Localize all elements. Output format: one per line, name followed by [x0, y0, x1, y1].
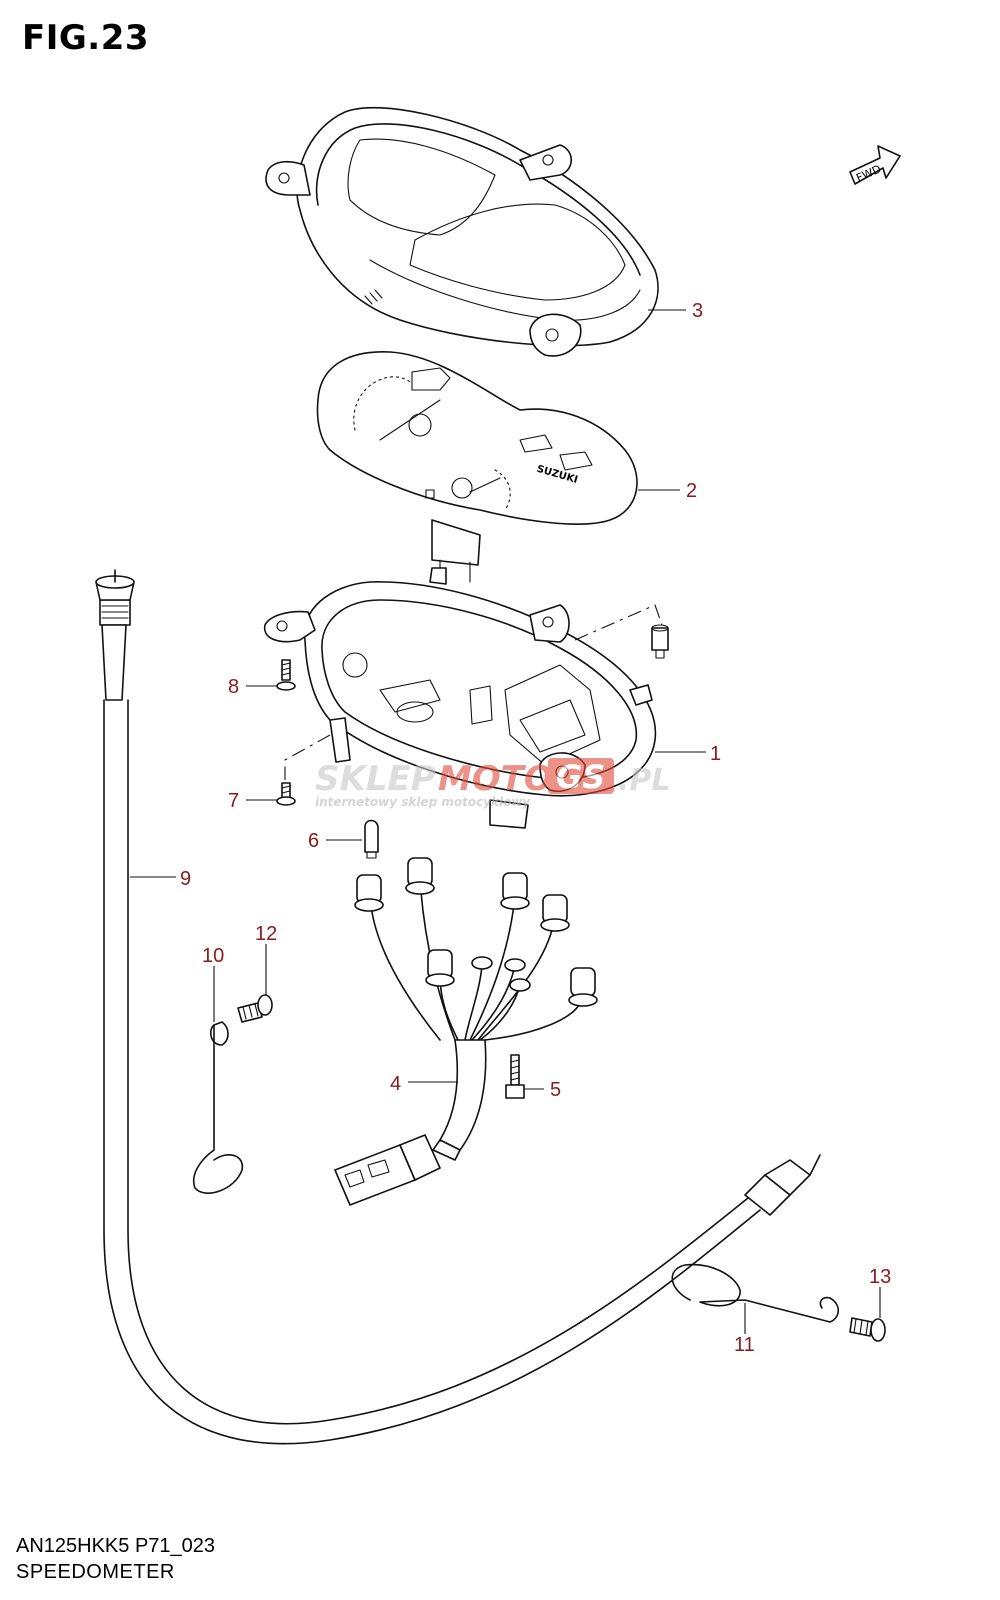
- part-2-dial-plate: SUZUKI: [316, 351, 638, 583]
- callout-4: 4: [390, 1073, 401, 1095]
- callout-6: 6: [308, 830, 319, 852]
- part-12-screw: [237, 994, 273, 1023]
- callout-1: 1: [710, 743, 721, 765]
- callout-5: 5: [550, 1079, 561, 1101]
- watermark-brand-left: SKLEP: [315, 759, 436, 799]
- harness-socket-b: [405, 857, 435, 895]
- callout-3: 3: [692, 300, 703, 322]
- harness-socket-c: [500, 872, 530, 910]
- part-9-speedometer-cable: [95, 569, 821, 1445]
- callout-7: 7: [228, 790, 239, 812]
- model-code: AN125HKK5 P71_023: [16, 1535, 216, 1557]
- part-7-screw: [276, 782, 296, 806]
- callout-10: 10: [202, 945, 224, 967]
- part-1-meter-case: [263, 567, 657, 829]
- part-6-bulb: [364, 819, 379, 859]
- callout-12: 12: [255, 923, 277, 945]
- figure-title: FIG.23: [22, 18, 150, 58]
- fwd-label: FWD: [854, 162, 883, 184]
- watermark-badge-box: [548, 758, 614, 794]
- part-13-screw: [849, 1317, 886, 1342]
- callout-9: 9: [180, 868, 191, 890]
- part-5-bolt: [505, 1054, 525, 1099]
- harness-eyelet-3: [509, 978, 531, 992]
- callouts: 3 2 1 8 7 6 9 10 12 4 5 11 13: [180, 300, 891, 1356]
- bulb-socket-top: [651, 624, 669, 659]
- watermark-brand-mid: MOTO: [438, 759, 553, 799]
- watermark-brand-tld: .PL: [618, 763, 671, 798]
- guide-line-bulb-socket: [574, 604, 663, 641]
- watermark-tagline: internetowy sklep motocyklowy: [315, 795, 531, 809]
- harness-socket-f: [568, 967, 598, 1007]
- harness-eyelet-1: [471, 956, 493, 970]
- part-10-cable-clip: [193, 1021, 244, 1194]
- harness-plug: [334, 1134, 441, 1206]
- part-8-screw: [276, 659, 296, 691]
- part-11-cable-guide: [671, 1263, 840, 1323]
- callout-2: 2: [686, 480, 697, 502]
- watermark: SKLEP MOTO GS .PL internetowy sklep moto…: [315, 758, 671, 809]
- part-3-upper-cover: [265, 106, 659, 357]
- section-name: SPEEDOMETER: [16, 1561, 175, 1583]
- callout-11: 11: [734, 1334, 755, 1356]
- harness-socket-a: [354, 874, 384, 912]
- harness-socket-d: [540, 894, 570, 932]
- callout-13: 13: [869, 1266, 891, 1288]
- guide-line-screw-7: [284, 734, 331, 780]
- watermark-brand-badge: GS: [556, 758, 605, 796]
- callout-8: 8: [228, 676, 239, 698]
- fwd-arrow-icon: FWD: [849, 145, 901, 185]
- harness-socket-e: [425, 949, 455, 987]
- part-4-wiring-harness: [334, 857, 598, 1206]
- harness-eyelet-2: [504, 958, 526, 972]
- leader-lines: [130, 309, 881, 1334]
